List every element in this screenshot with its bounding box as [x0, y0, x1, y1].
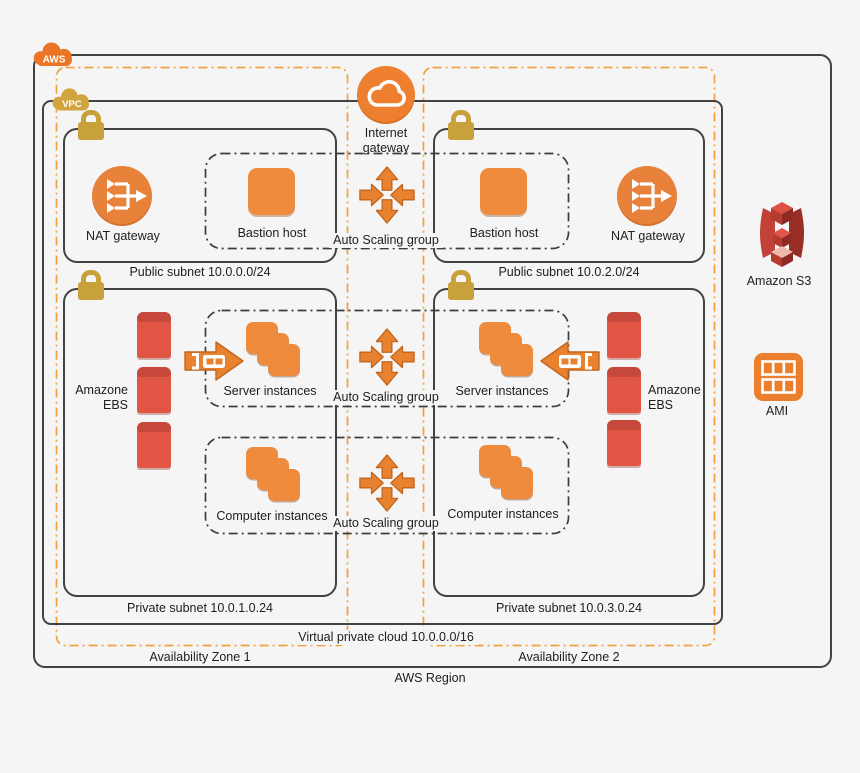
private-subnet-az2-box: [433, 288, 705, 597]
ebs-volume-cap: [607, 420, 641, 430]
server-instances-icon: [246, 322, 302, 378]
ami-label: AMI: [765, 404, 789, 418]
instance-square: [268, 344, 300, 376]
ebs-volume-icon: [137, 312, 171, 358]
ebs-volume-cap: [607, 367, 641, 377]
bastion-host-icon: [480, 168, 527, 215]
private-subnet-az1-label: Private subnet 10.0.1.0.24: [127, 601, 273, 615]
server-instances-label: Server instances: [223, 384, 317, 398]
private-subnet-az1-box: [63, 288, 337, 597]
auto-scaling-icon: [359, 166, 415, 224]
ebs-label: Amazone EBS: [648, 383, 701, 412]
instance-square: [501, 344, 533, 376]
computer-instances-icon: [479, 445, 535, 501]
ebs-attach-arrow-icon: [540, 341, 600, 381]
internet-gateway-icon: [357, 66, 415, 124]
availability-zone-2-box: [422, 66, 716, 647]
nat-gateway-label: NAT gateway: [611, 229, 685, 243]
vpc-badge-label: VPC: [62, 99, 82, 110]
nat-glyph-icon: [632, 179, 672, 213]
vpc-cloud-badge: VPC: [52, 88, 89, 111]
public-subnet-az2-box: [433, 128, 705, 263]
ebs-volume-cap: [607, 312, 641, 322]
computer-instances-label: Computer instances: [447, 507, 559, 521]
s3-icon: [760, 202, 804, 267]
s3-label: Amazon S3: [746, 274, 812, 288]
ebs-volume-icon: [607, 367, 641, 413]
availability-zone-1-box: [55, 66, 349, 647]
aws-cloud-badge: AWS: [33, 42, 72, 66]
auto-scaling-group-label: Auto Scaling group: [326, 233, 446, 248]
aws-region-box: [33, 54, 832, 668]
nat-gateway-label: NAT gateway: [86, 229, 160, 243]
cloud-glyph-icon: [367, 79, 406, 107]
internet-gateway-label: Internet gateway: [362, 126, 410, 155]
vpc-label: Virtual private cloud 10.0.0.0/16: [276, 630, 496, 645]
public-subnet-az1-label: Public subnet 10.0.0.0/24: [129, 265, 271, 279]
ebs-volume-icon: [137, 367, 171, 413]
computer-instances-label: Computer instances: [216, 509, 328, 523]
availability-zone-2-label: Availability Zone 2: [518, 650, 620, 664]
computer-instances-icon: [246, 447, 302, 503]
instance-square: [268, 469, 300, 501]
ami-icon: [754, 353, 803, 401]
ebs-volume-cap: [137, 422, 171, 432]
availability-zone-1-label: Availability Zone 1: [149, 650, 251, 664]
auto-scaling-icon: [359, 454, 415, 512]
bastion-host-label: Bastion host: [469, 226, 539, 240]
instance-square: [501, 467, 533, 499]
ebs-label: Amazone EBS: [75, 383, 128, 412]
ebs-volume-icon: [607, 312, 641, 358]
auto-scaling-group-3-box: [204, 436, 570, 535]
lock-icon: [448, 110, 474, 140]
lock-icon: [78, 110, 104, 140]
bastion-host-label: Bastion host: [237, 226, 307, 240]
lock-icon: [78, 270, 104, 300]
aws-badge-label: AWS: [43, 55, 66, 66]
ebs-attach-arrow-icon: [184, 341, 244, 381]
aws-region-label: AWS Region: [394, 671, 466, 685]
nat-gateway-icon: [617, 166, 677, 226]
auto-scaling-icon: [359, 328, 415, 386]
ebs-volume-icon: [607, 420, 641, 466]
ebs-volume-icon: [137, 422, 171, 468]
server-instances-icon: [479, 322, 535, 378]
ebs-volume-cap: [137, 312, 171, 322]
private-subnet-az2-label: Private subnet 10.0.3.0.24: [496, 601, 642, 615]
bastion-host-icon: [248, 168, 295, 215]
ebs-volume-cap: [137, 367, 171, 377]
auto-scaling-group-label: Auto Scaling group: [326, 390, 446, 405]
public-subnet-az1-box: [63, 128, 337, 263]
auto-scaling-group-label: Auto Scaling group: [326, 516, 446, 531]
server-instances-label: Server instances: [455, 384, 549, 398]
nat-gateway-icon: [92, 166, 152, 226]
lock-icon: [448, 270, 474, 300]
auto-scaling-group-1-box: [204, 152, 570, 250]
nat-glyph-icon: [107, 179, 147, 213]
public-subnet-az2-label: Public subnet 10.0.2.0/24: [498, 265, 640, 279]
